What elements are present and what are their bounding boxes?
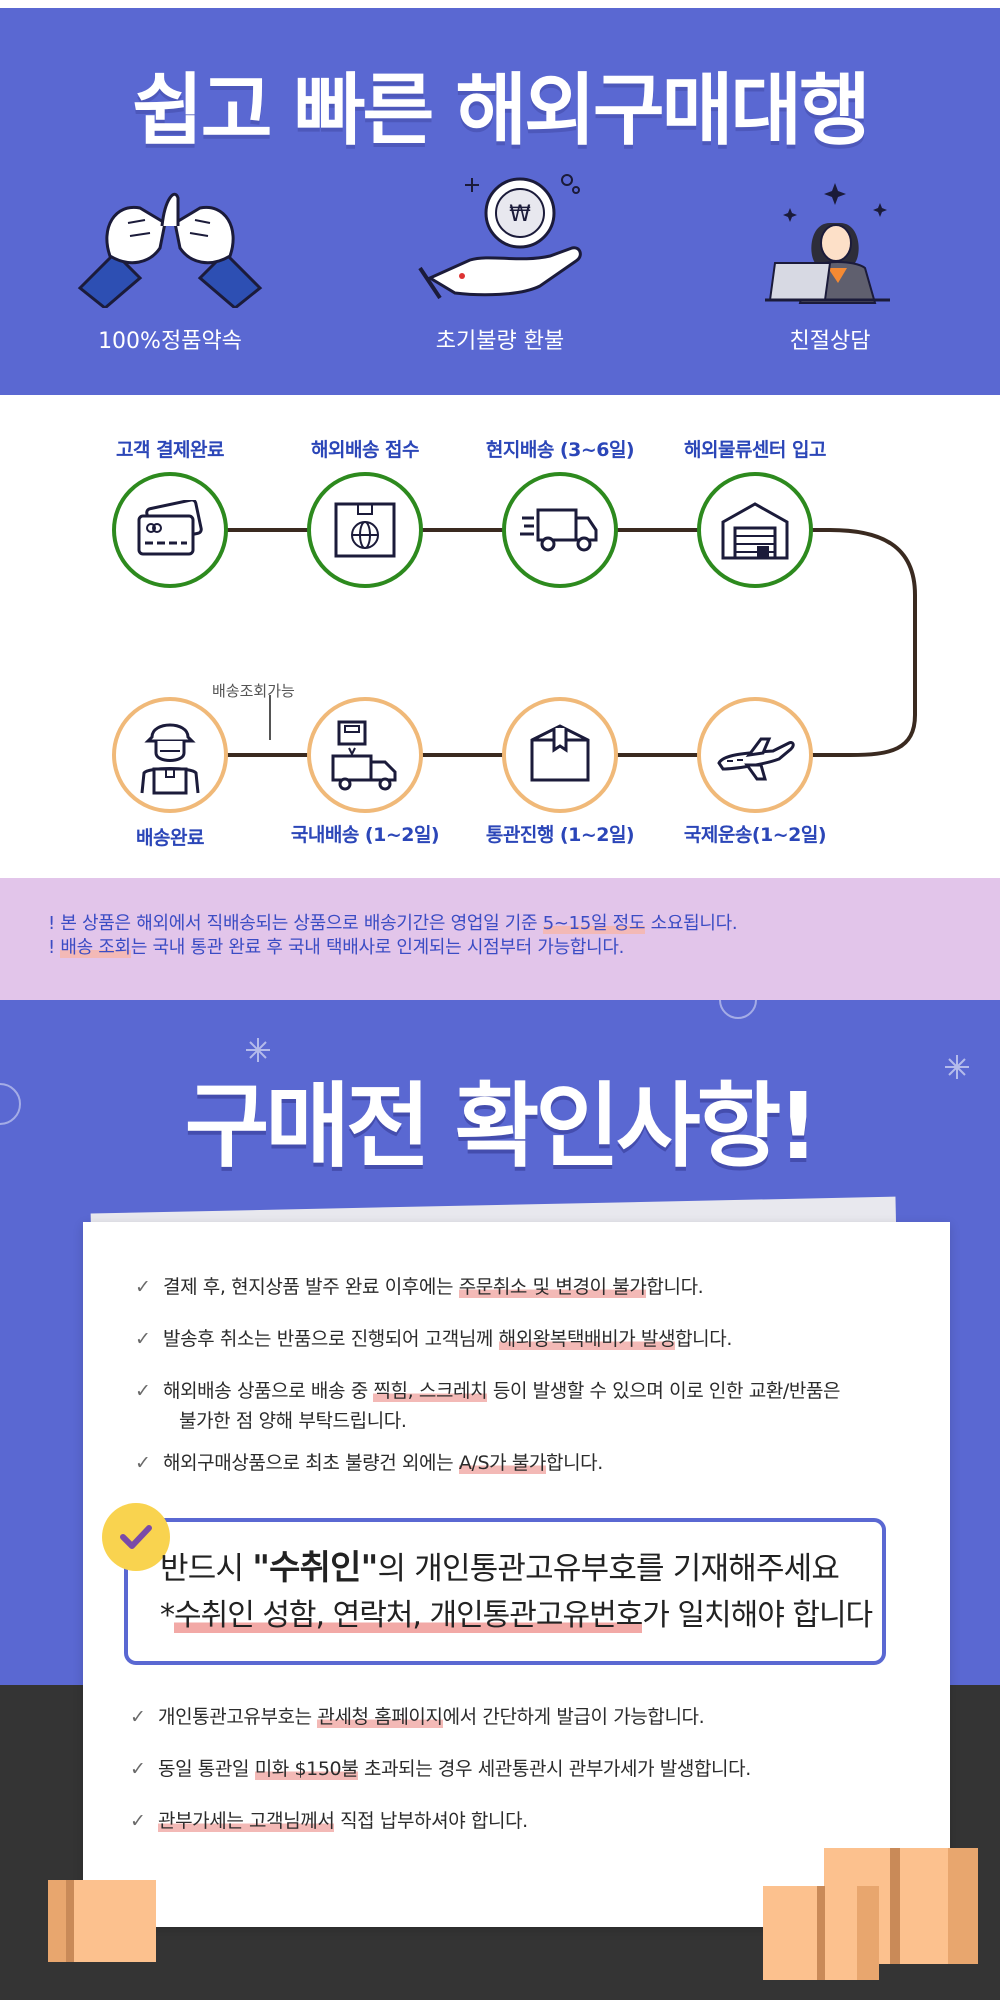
notice-text: ! xyxy=(48,937,61,958)
item-text: 에서 간단하게 발급이 가능합니다. xyxy=(442,1706,705,1728)
check-mark-icon: ✓ xyxy=(130,1758,146,1780)
notice-text: 소요됩니다. xyxy=(645,913,738,934)
feature-label: 100%정품약속 xyxy=(98,329,242,354)
step-node-payment xyxy=(112,472,228,588)
item-highlight: 관부가세는 고객님께서 xyxy=(158,1810,335,1832)
item-text: 개인통관고유부호는 xyxy=(158,1706,318,1728)
notice-line-2: ! 배송 조회는 국내 통관 완료 후 국내 택배사로 인계되는 시점부터 가능… xyxy=(48,936,1000,960)
step-label-delivered: 배송완료 xyxy=(136,827,204,849)
item-text: 해외구매상품으로 최초 불량건 외에는 xyxy=(163,1452,459,1474)
hero-banner: 쉽고 빠른 해외구매대행 100%정품약속 ₩ 초기불량 환불 xyxy=(0,0,1000,395)
important-line-2: *수취인 성함, 연락처, 개인통관고유번호가 일치해야 합니다 xyxy=(160,1590,873,1634)
check-mark-icon: ✓ xyxy=(135,1380,151,1402)
item-text: 직접 납부하셔야 합니다. xyxy=(334,1810,528,1832)
item-highlight: 관세청 홈페이지 xyxy=(317,1706,443,1728)
delivery-process: 고객 결제완료 해외배송 접수 현지배송 (3~6일) 해외물류센터 입고 국제… xyxy=(0,395,1000,878)
item-text: 초과되는 경우 세관통관시 관부가세가 발생합니다. xyxy=(358,1758,751,1780)
warehouse-icon xyxy=(721,502,789,560)
notice-text: 는 국내 통관 완료 후 국내 택배사로 인계되는 시점부터 가능합니다. xyxy=(130,937,625,958)
step-label-overseas-receipt: 해외배송 접수 xyxy=(311,439,420,461)
checklist-item: ✓ 동일 통관일 미화 $150불 초과되는 경우 세관통관시 관부가세가 발생합… xyxy=(130,1754,751,1784)
step-label-local-delivery: 현지배송 (3~6일) xyxy=(485,439,635,461)
item-highlight: 해외왕복택배비가 발생 xyxy=(498,1328,676,1350)
check-mark-icon: ✓ xyxy=(135,1452,151,1474)
decoration-layer xyxy=(0,1000,969,1125)
checklist-item: ✓ 결제 후, 현지상품 발주 완료 이후에는 주문취소 및 변경이 불가합니다. xyxy=(135,1272,704,1302)
notice-highlight: 배송 조회 xyxy=(60,937,131,958)
notice-line-1: ! 본 상품은 해외에서 직배송되는 상품으로 배송기간은 영업일 기준 5~1… xyxy=(48,912,1000,936)
item-text: 해외배송 상품으로 배송 중 xyxy=(163,1380,374,1402)
tracking-available-note: 배송조회가능 xyxy=(212,682,295,700)
process-connector xyxy=(170,528,917,757)
item-text: 발송후 취소는 반품으로 진행되어 고객님께 xyxy=(163,1328,499,1350)
item-text: 등이 발생할 수 있으며 이로 인한 교환/반품은 xyxy=(487,1380,841,1402)
shipping-notice: ! 본 상품은 해외에서 직배송되는 상품으로 배송기간은 영업일 기준 5~1… xyxy=(0,878,1000,1000)
important-highlight: 수취인 성함, 연락처, 개인통관고유번호 xyxy=(174,1598,643,1633)
item-text-continued: 불가한 점 양해 부탁드립니다. xyxy=(179,1410,407,1432)
airplane-icon xyxy=(717,737,795,781)
delivery-truck-icon xyxy=(520,508,598,552)
hero-title: 쉽고 빠른 해외구매대행 xyxy=(132,66,871,156)
step-label-payment: 고객 결제완료 xyxy=(116,439,225,461)
step-node-delivered xyxy=(112,697,228,813)
cardboard-box-decoration xyxy=(763,1886,879,1980)
important-text: 의 개인통관고유부호를 기재해주세요 xyxy=(377,1551,840,1587)
step-label-domestic-delivery: 국내배송 (1~2일) xyxy=(290,824,440,846)
step-node-warehouse xyxy=(697,472,813,588)
item-highlight: 주문취소 및 변경이 불가 xyxy=(458,1276,647,1298)
item-highlight: A/S가 불가 xyxy=(458,1452,546,1474)
item-text: 합니다. xyxy=(646,1276,704,1298)
consultant-icon xyxy=(765,183,890,304)
checklist-item: ✓ 발송후 취소는 반품으로 진행되어 고객님께 해외왕복택배비가 발생합니다. xyxy=(135,1324,732,1354)
checklist-title: 구매전 확인사항! xyxy=(184,1073,819,1180)
courier-person-icon xyxy=(140,723,200,795)
item-text: 동일 통관일 xyxy=(158,1758,255,1780)
truck-with-box-icon xyxy=(331,720,397,791)
important-text: 반드시 xyxy=(160,1551,253,1587)
checklist-item: ✓ 해외구매상품으로 최초 불량건 외에는 A/S가 불가합니다. xyxy=(135,1448,603,1478)
important-text: * xyxy=(160,1598,175,1633)
step-node-customs xyxy=(502,697,618,813)
check-mark-icon: ✓ xyxy=(135,1328,151,1350)
step-label-warehouse: 해외물류센터 입고 xyxy=(684,439,826,461)
important-notice-box xyxy=(124,1518,886,1665)
step-node-overseas-receipt xyxy=(307,472,423,588)
check-badge-icon xyxy=(102,1503,170,1571)
feature-label: 초기불량 환불 xyxy=(435,329,565,354)
pinky-promise-icon xyxy=(77,192,263,308)
feature-label: 친절상담 xyxy=(789,329,871,354)
checklist-item: ✓ 해외배송 상품으로 배송 중 찍힘, 스크레치 등이 발생할 수 있으며 이로… xyxy=(135,1376,841,1436)
cardboard-box-decoration xyxy=(48,1880,156,1962)
step-label-customs: 통관진행 (1~2일) xyxy=(485,824,635,846)
feature-consult: 친절상담 xyxy=(680,168,980,368)
item-text: 결제 후, 현지상품 발주 완료 이후에는 xyxy=(163,1276,459,1298)
important-text: 가 일치해야 합니다 xyxy=(642,1598,873,1633)
globe-box-icon xyxy=(334,502,396,558)
won-refund-hand-icon: ₩ xyxy=(418,174,582,300)
notice-text: ! 본 상품은 해외에서 직배송되는 상품으로 배송기간은 영업일 기준 xyxy=(48,913,543,934)
package-box-icon xyxy=(530,724,590,782)
important-line-1: 반드시 "수취인"의 개인통관고유부호를 기재해주세요 xyxy=(160,1540,840,1589)
credit-card-icon xyxy=(137,500,203,556)
step-node-intl-transport xyxy=(697,697,813,813)
item-text: 합니다. xyxy=(545,1452,603,1474)
svg-text:₩: ₩ xyxy=(509,202,531,227)
item-text: 합니다. xyxy=(675,1328,732,1350)
step-node-local-delivery xyxy=(502,472,618,588)
notice-highlight: 5~15일 정도 xyxy=(542,913,646,934)
check-mark-icon: ✓ xyxy=(130,1810,146,1832)
check-icon xyxy=(120,1525,152,1549)
feature-refund: ₩ 초기불량 환불 xyxy=(350,168,650,368)
item-highlight: 찍힘, 스크레치 xyxy=(373,1380,488,1402)
step-label-intl-transport: 국제운송(1~2일) xyxy=(683,824,827,846)
checklist-item: ✓ 관부가세는 고객님께서 직접 납부하셔야 합니다. xyxy=(130,1806,528,1836)
check-mark-icon: ✓ xyxy=(135,1276,151,1298)
recipient-emphasis: "수취인" xyxy=(252,1548,378,1588)
check-mark-icon: ✓ xyxy=(130,1706,146,1728)
item-highlight: 미화 $150불 xyxy=(254,1758,359,1780)
feature-genuine: 100%정품약속 xyxy=(20,168,320,368)
step-node-domestic-delivery xyxy=(307,697,423,813)
checklist-item: ✓ 개인통관고유부호는 관세청 홈페이지에서 간단하게 발급이 가능합니다. xyxy=(130,1702,705,1732)
